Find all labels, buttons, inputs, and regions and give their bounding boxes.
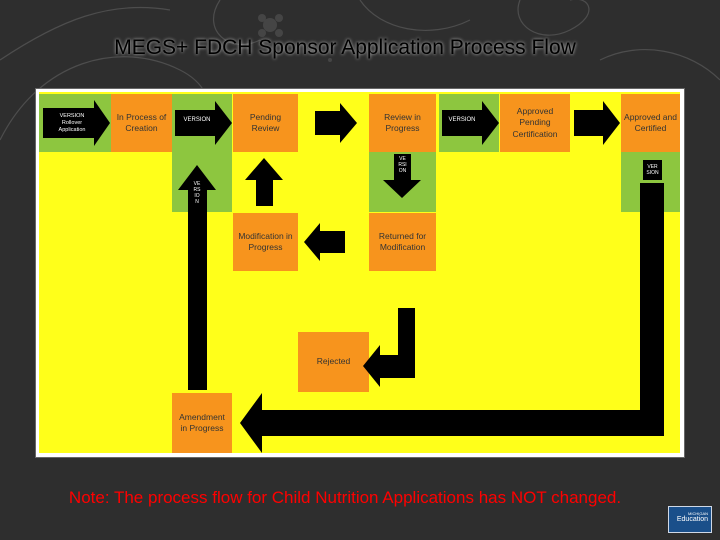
step-rejected: Rejected (298, 332, 369, 392)
label-version-rollover: VERSION Rollover Application (47, 111, 97, 135)
arrow-certified-to-amendment (240, 183, 664, 453)
logo-main-text: Education (676, 516, 708, 523)
arrow-approved-to-certified (574, 101, 620, 145)
label-version-2: VERSION (190, 180, 204, 206)
step-returned: Returned for Modification (369, 213, 436, 271)
arrow-returned-to-modification (304, 223, 345, 261)
step-approved-certified: Approved and Certified (621, 94, 680, 152)
diagram-panel (39, 92, 680, 453)
label-version-5: VERSION (643, 160, 662, 180)
step-in-process: In Process of Creation (111, 94, 172, 152)
step-pending-review: Pending Review (233, 94, 298, 152)
arrow-review-to-returned (383, 154, 421, 198)
logo-small-text: MICHIGAN (688, 511, 708, 516)
step-approved-pending: Approved Pending Certification (500, 94, 570, 152)
arrow-returned-to-rejected (363, 308, 415, 387)
arrow-amendment-to-creation (178, 165, 216, 390)
step-review-in-progress: Review in Progress (369, 94, 436, 152)
label-version-4: VERSION (445, 113, 479, 127)
label-version-1: VERSION (180, 113, 214, 127)
arrow-pending-to-review (315, 103, 357, 143)
step-amendment: Amendment in Progress (172, 393, 232, 453)
footer-note: Note: The process flow for Child Nutriti… (68, 488, 622, 507)
arrow-modification-to-pending (245, 158, 283, 206)
slide-title: MEGS+ FDCH Sponsor Application Process F… (114, 36, 576, 59)
step-modification: Modification in Progress (233, 213, 298, 271)
label-version-3: VERSION (395, 155, 410, 175)
michigan-education-logo: MICHIGAN Education (668, 506, 712, 533)
